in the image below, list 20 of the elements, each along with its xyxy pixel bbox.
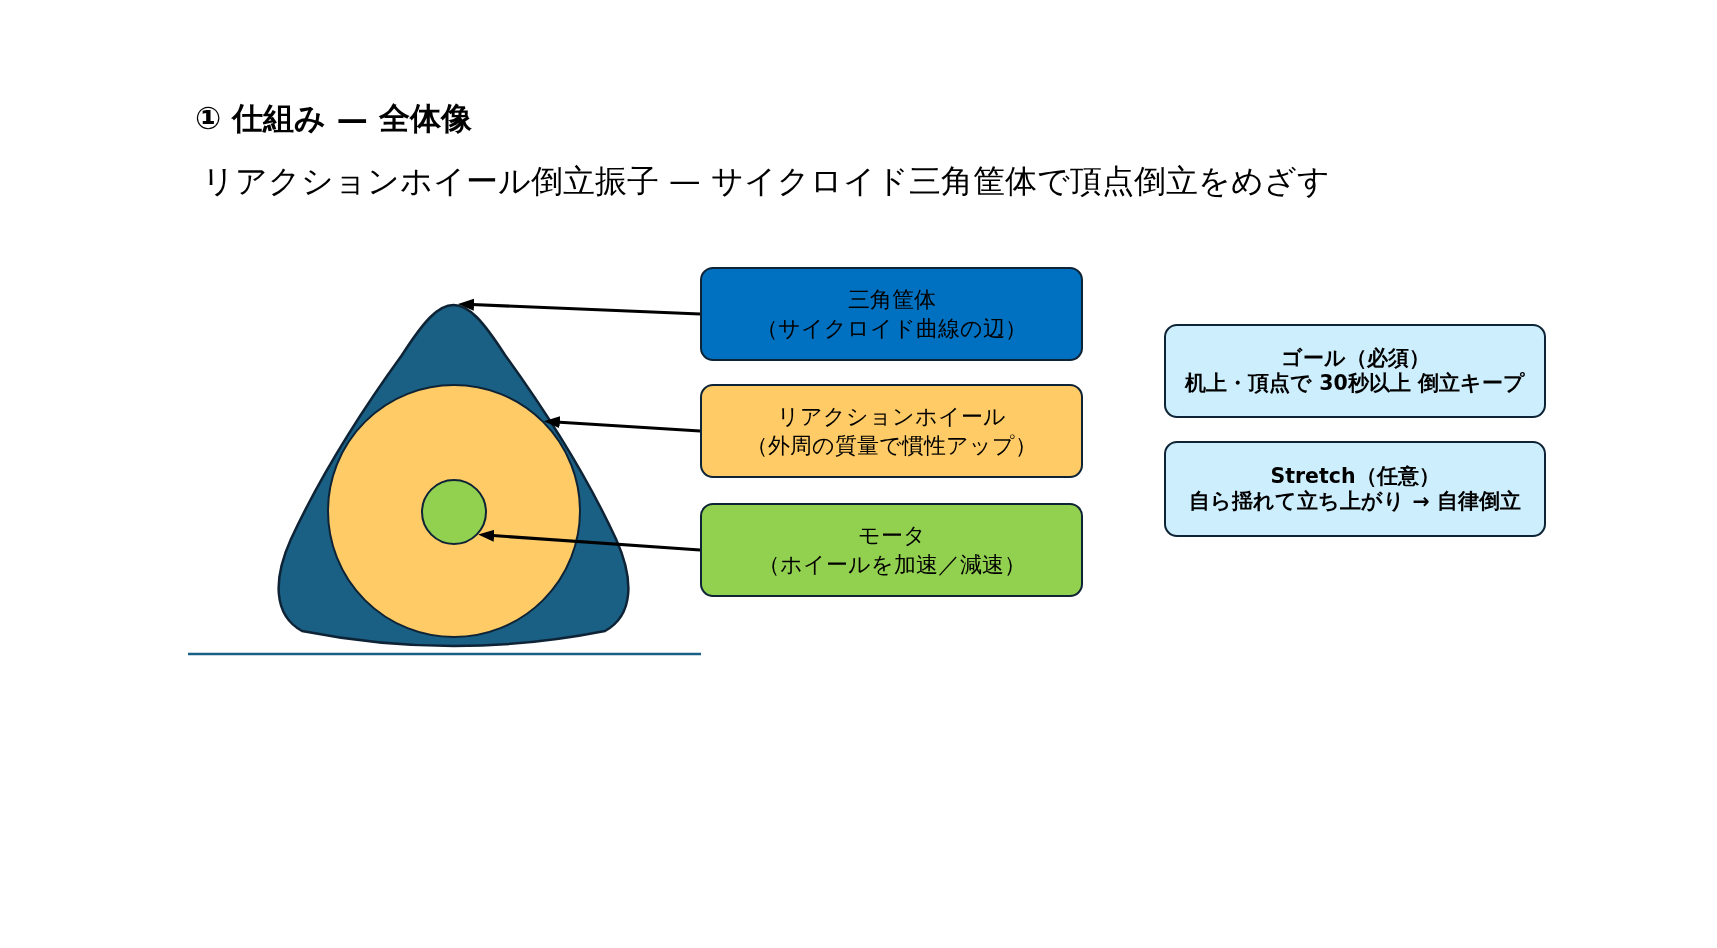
box-text: （サイクロイド曲線の辺）: [756, 315, 1027, 343]
label-box: [700, 384, 1083, 478]
box-heading: ゴール（必須）: [1280, 346, 1430, 371]
box-text: （ホイールを加速／減速）: [757, 551, 1026, 579]
box-heading: Stretch（任意）: [1270, 464, 1440, 489]
box-heading: リアクションホイール: [777, 403, 1006, 431]
note-box: [1164, 324, 1546, 418]
label-box: [700, 503, 1083, 597]
box-heading: モータ: [857, 522, 926, 550]
box-text: （外周の質量で慣性アップ）: [746, 432, 1037, 460]
note-box: [1164, 441, 1546, 537]
box-text: 自ら揺れて立ち上がり → 自律倒立: [1189, 489, 1521, 514]
arrow: [543, 416, 701, 433]
label-box: [700, 267, 1083, 361]
arrow: [458, 298, 701, 316]
subtitle: リアクションホイール倒立振子 — サイクロイド三角筐体で頂点倒立をめざす: [202, 162, 1330, 201]
box-text: 机上・頂点で 30秒以上 倒立キープ: [1185, 371, 1525, 396]
arrow: [478, 529, 701, 552]
box-heading: 三角筐体: [847, 286, 936, 314]
title: ① 仕組み — 全体像: [195, 99, 472, 138]
